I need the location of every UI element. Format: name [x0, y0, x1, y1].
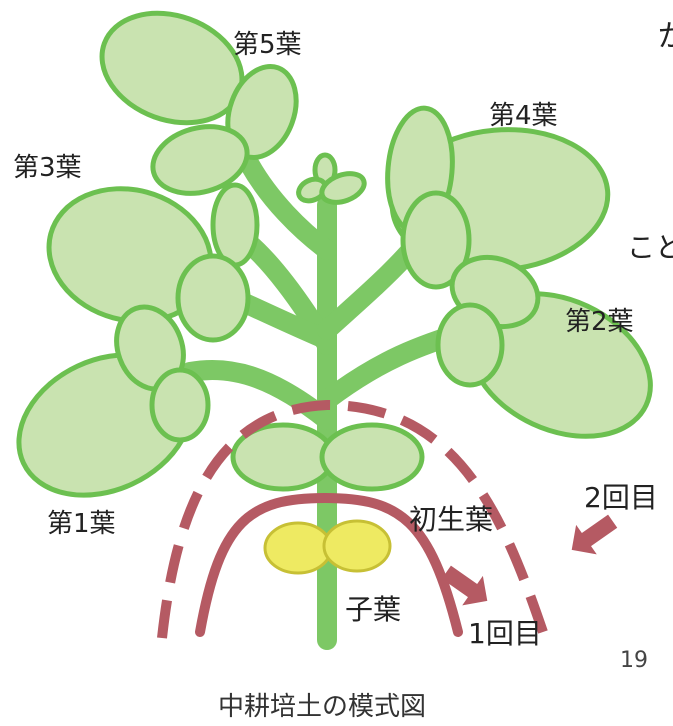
- label-first-time: 1回目: [468, 620, 542, 648]
- label-leaf3: 第3葉: [13, 155, 82, 181]
- page-number: 19: [620, 650, 648, 672]
- label-cotyledon: 子葉: [345, 596, 401, 624]
- label-leaf1: 第1葉: [47, 511, 116, 537]
- cut-off-text: こと: [627, 234, 673, 262]
- label-primary-leaf: 初生葉: [409, 506, 493, 534]
- terminal-bud: [295, 155, 368, 208]
- label-leaf4: 第4葉: [489, 103, 558, 129]
- label-leaf5: 第5葉: [233, 32, 302, 58]
- cut-off-text: が: [658, 22, 673, 52]
- figure-caption: 中耕培土の模式図: [218, 694, 426, 720]
- arrow-icon: [561, 506, 623, 564]
- label-leaf2: 第2葉: [565, 309, 634, 335]
- label-second-time: 2回目: [584, 484, 658, 512]
